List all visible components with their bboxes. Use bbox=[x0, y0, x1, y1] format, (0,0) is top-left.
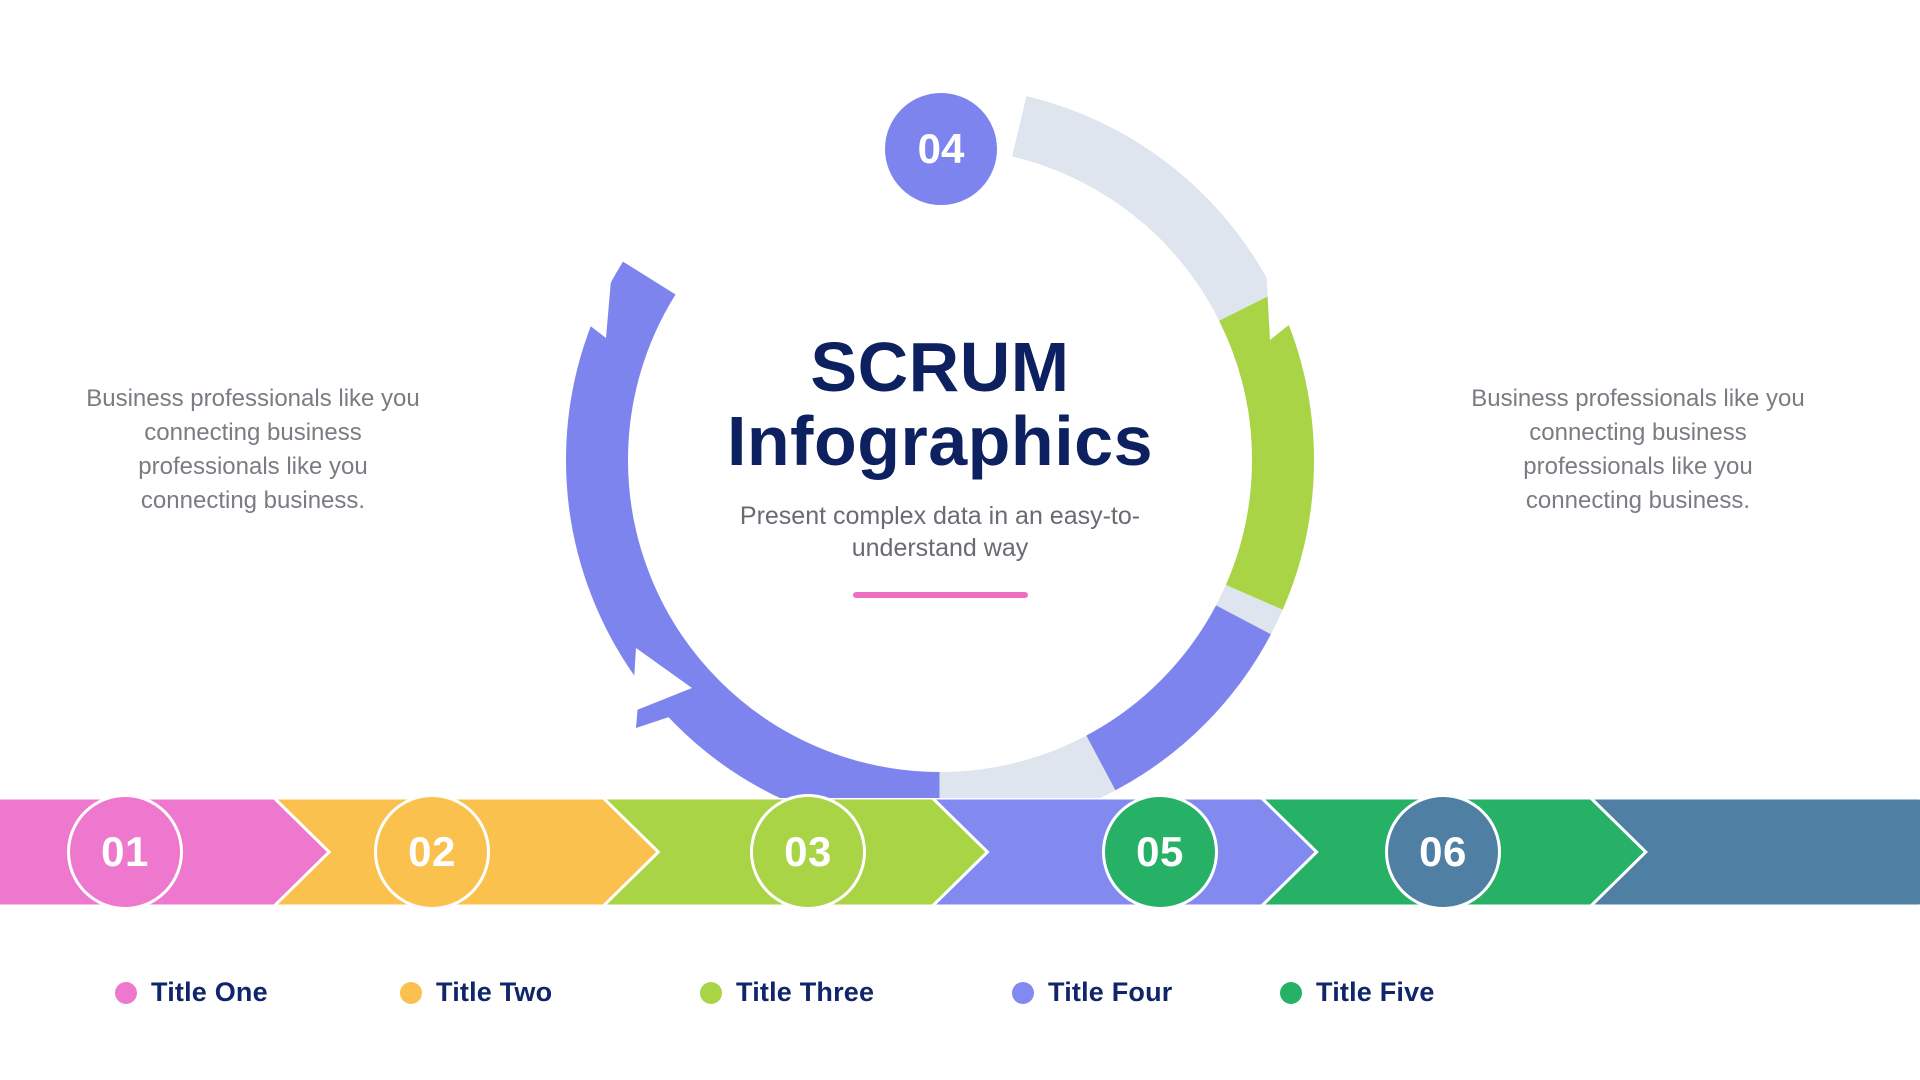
legend-item-2[interactable]: Title Two bbox=[400, 977, 552, 1008]
page-subtitle: Present complex data in an easy-to-under… bbox=[739, 502, 1141, 563]
ribbon-step-badge-06[interactable]: 06 bbox=[1385, 794, 1501, 910]
ribbon-step-badge-number: 03 bbox=[784, 828, 832, 875]
ring-step-badge-04[interactable]: 04 bbox=[882, 90, 1000, 208]
legend-item-label: Title Four bbox=[1048, 977, 1173, 1007]
center-content: SCRUM Infographics Present complex data … bbox=[660, 328, 1220, 599]
process-ribbon: 01 02 03 05 06 bbox=[0, 794, 1920, 910]
ribbon-step-badge-number: 01 bbox=[101, 828, 149, 875]
legend-item-label: Title Two bbox=[436, 977, 553, 1007]
page-title: SCRUM Infographics bbox=[726, 328, 1154, 481]
ring-arc-purple bbox=[566, 86, 1314, 834]
legend-item-5[interactable]: Title Five bbox=[1280, 977, 1435, 1008]
ribbon-step-badge-02[interactable]: 02 bbox=[374, 794, 490, 910]
legend-item-label: Title Five bbox=[1316, 977, 1435, 1007]
ribbon-step-badge-03[interactable]: 03 bbox=[750, 794, 866, 910]
left-description-text: Business professionals like you connecti… bbox=[86, 385, 420, 515]
ring-notch-topleft bbox=[550, 268, 612, 338]
right-description-text: Business professionals like you connecti… bbox=[1471, 385, 1805, 515]
legend-item-label: Title One bbox=[151, 977, 268, 1007]
ribbon-arrows bbox=[0, 798, 1920, 906]
legend-color-dot bbox=[1280, 981, 1302, 1004]
ring-step-badge-number: 04 bbox=[917, 125, 965, 172]
ribbon-step-badge-number: 02 bbox=[408, 828, 456, 875]
legend-item-4[interactable]: Title Four bbox=[1012, 977, 1173, 1008]
ribbon-step-badge-05[interactable]: 05 bbox=[1102, 794, 1218, 910]
legend-item-3[interactable]: Title Three bbox=[700, 977, 874, 1008]
legend-color-dot bbox=[700, 981, 722, 1004]
ribbon-step-badge-number: 06 bbox=[1419, 828, 1467, 875]
legend-row: Title One Title Two Title Three Title Four T… bbox=[0, 955, 1920, 1025]
ring-notch-right bbox=[1266, 268, 1330, 340]
legend-color-dot bbox=[1012, 981, 1034, 1004]
legend-color-dot bbox=[400, 981, 422, 1004]
ribbon-step-badge-01[interactable]: 01 bbox=[67, 794, 183, 910]
legend-item-label: Title Three bbox=[736, 977, 875, 1007]
title-underline-rule bbox=[852, 592, 1028, 599]
ribbon-step-badge-number: 05 bbox=[1136, 828, 1184, 875]
ring-arc-green bbox=[566, 86, 1314, 834]
legend-color-dot bbox=[115, 981, 137, 1004]
ring-notch-grey-bottom bbox=[632, 648, 692, 712]
legend-item-1[interactable]: Title One bbox=[115, 977, 268, 1008]
